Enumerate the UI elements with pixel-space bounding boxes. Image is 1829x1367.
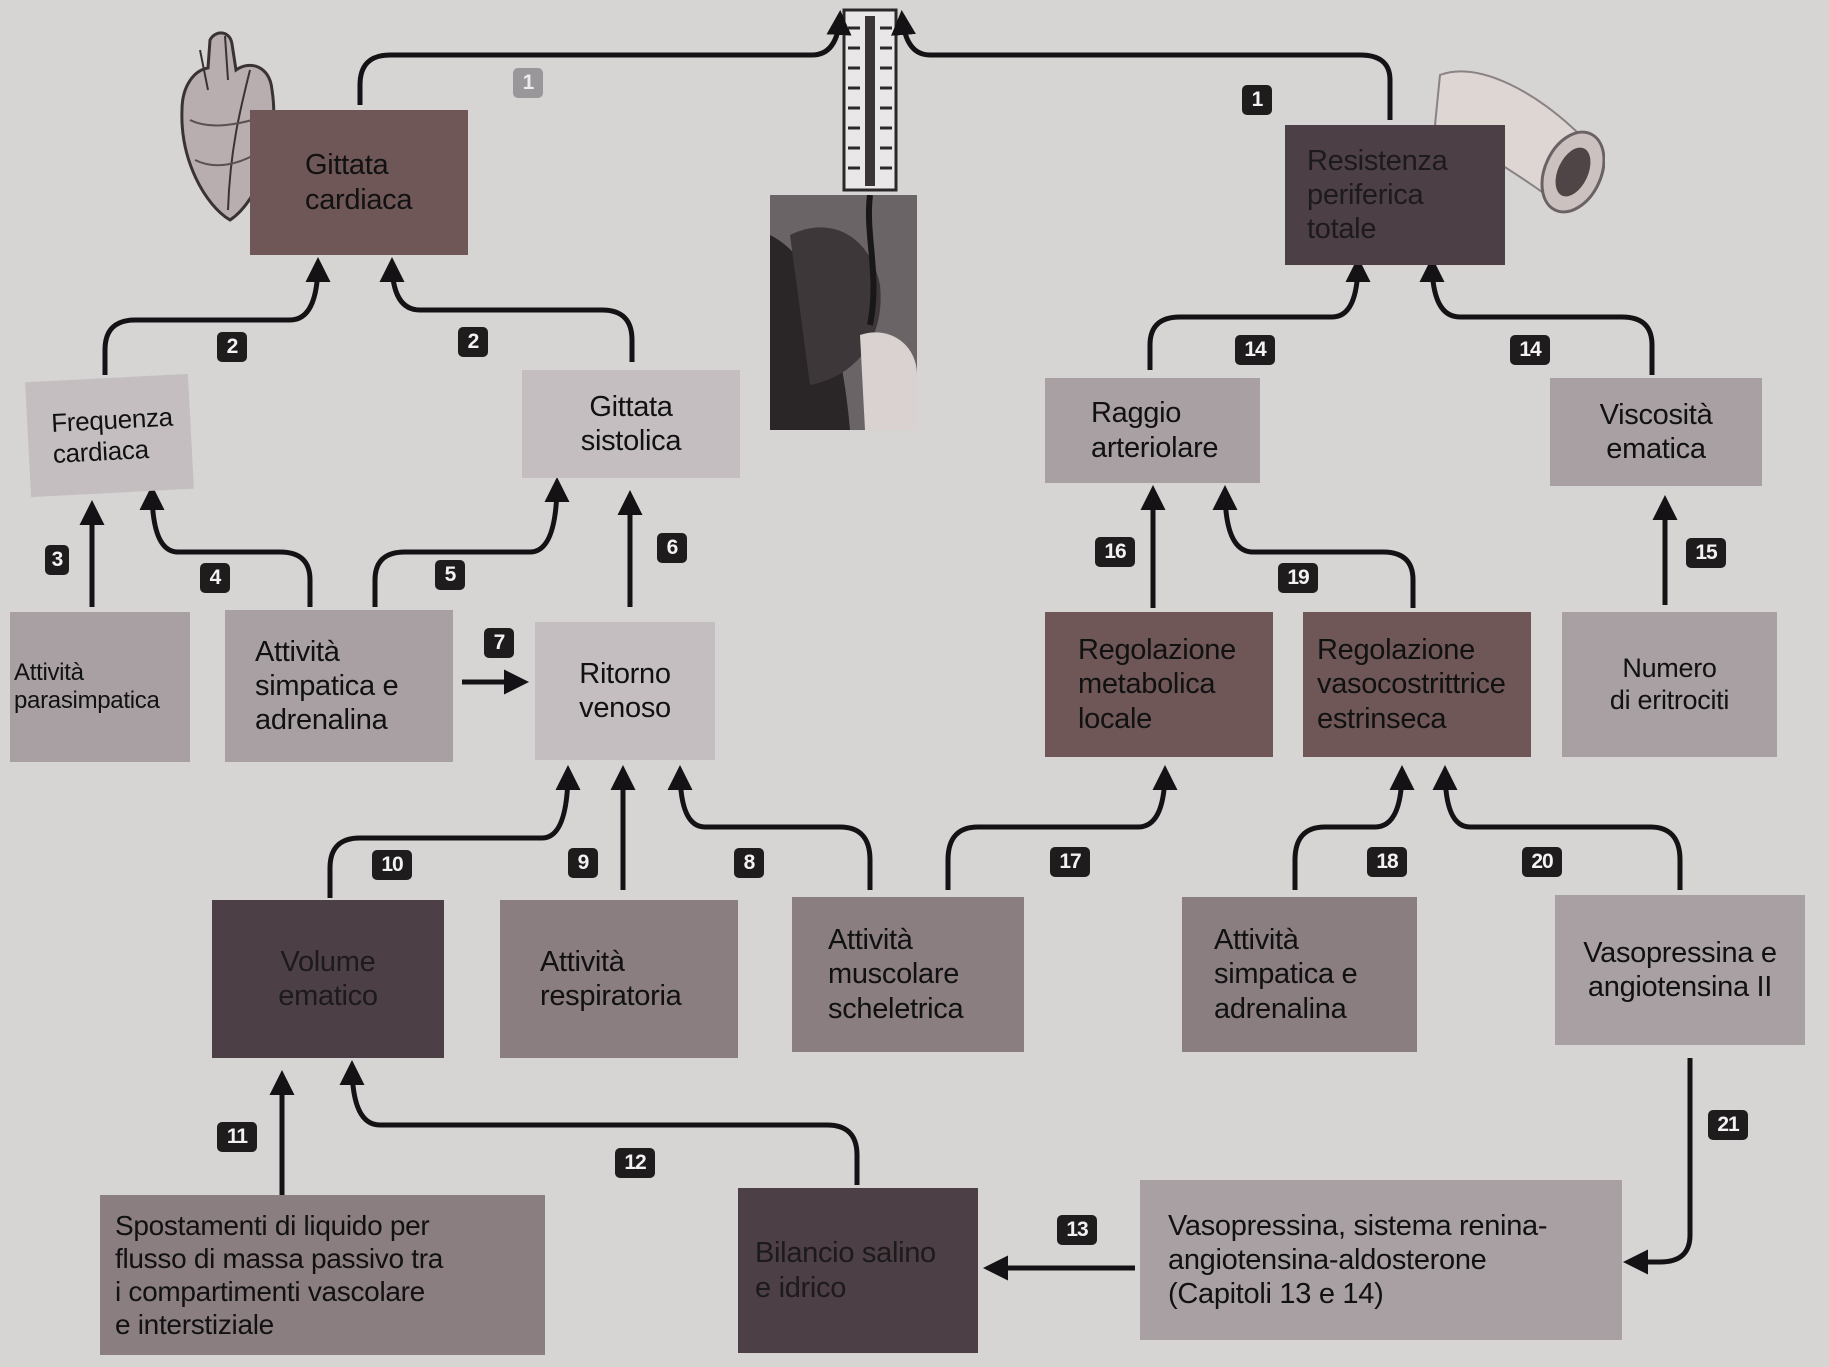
- arrow-17: [945, 765, 1178, 890]
- arrow-1-right: [891, 10, 1393, 120]
- badge-6: 6: [657, 533, 687, 563]
- node-vasopressina-angiotensina: Vasopressina e angiotensina II: [1555, 895, 1805, 1045]
- arrow-18: [1292, 765, 1415, 890]
- arrow-4: [139, 485, 313, 607]
- arrow-14-right: [1419, 257, 1655, 375]
- node-attivita-simpatica-vasi-label: Attività simpatica e adrenalina: [1214, 924, 1358, 1025]
- badge-14-left: 14: [1235, 335, 1275, 365]
- node-resistenza-periferica-label: Resistenza periferica totale: [1307, 144, 1448, 246]
- badge-18: 18: [1367, 847, 1407, 877]
- badge-1-right: 1: [1242, 85, 1272, 115]
- badge-11: 11: [217, 1122, 257, 1152]
- badge-2-left: 2: [217, 332, 247, 362]
- badge-13: 13: [1057, 1215, 1097, 1245]
- node-sistema-renina-label: Vasopressina, sistema renina- angiotensi…: [1168, 1209, 1548, 1311]
- node-bilancio-salino: Bilancio salino e idrico: [738, 1188, 978, 1353]
- node-gittata-cardiaca: Gittata cardiaca: [250, 110, 468, 255]
- arrow-1-left: [357, 10, 852, 105]
- badge-7: 7: [484, 628, 514, 658]
- node-attivita-parasimpatica-label: Attività parasimpatica: [14, 658, 160, 714]
- blood-vessel-icon: [1433, 70, 1605, 214]
- node-attivita-simpatica-cuore-label: Attività simpatica e adrenalina: [255, 635, 399, 737]
- node-attivita-parasimpatica: Attività parasimpatica: [10, 612, 190, 762]
- badge-10: 10: [372, 850, 412, 880]
- badge-20: 20: [1522, 847, 1562, 877]
- arrow-12: [339, 1060, 860, 1185]
- node-volume-ematico-label: Volume ematico: [278, 945, 378, 1012]
- arrow-14-left: [1147, 257, 1371, 370]
- badge-8: 8: [734, 848, 764, 878]
- node-frequenza-cardiaca-label: Frequenza cardiaca: [50, 401, 174, 469]
- node-regolazione-vasocostrittrice: Regolazione vasocostrittrice estrinseca: [1303, 612, 1531, 757]
- node-spostamenti-liquido: Spostamenti di liquido per flusso di mas…: [100, 1195, 545, 1355]
- blood-pressure-cuff-icon: [770, 195, 917, 430]
- badge-12: 12: [615, 1148, 655, 1178]
- arrow-8: [667, 765, 873, 890]
- node-bilancio-salino-label: Bilancio salino e idrico: [755, 1237, 936, 1304]
- node-raggio-arteriolare-label: Raggio arteriolare: [1091, 397, 1219, 464]
- node-resistenza-periferica: Resistenza periferica totale: [1285, 125, 1505, 265]
- badge-3: 3: [45, 545, 69, 575]
- node-attivita-simpatica-cuore: Attività simpatica e adrenalina: [225, 610, 453, 762]
- node-attivita-simpatica-vasi: Attività simpatica e adrenalina: [1182, 897, 1417, 1052]
- node-viscosita-ematica-label: Viscosità ematica: [1599, 398, 1713, 465]
- arrow-5: [372, 477, 570, 607]
- arrow-2-left: [102, 257, 331, 375]
- arrow-21: [1623, 1058, 1693, 1275]
- badge-5: 5: [435, 560, 465, 590]
- node-gittata-sistolica-label: Gittata sistolica: [580, 390, 682, 457]
- arrow-10: [327, 765, 581, 898]
- badge-9: 9: [568, 848, 598, 878]
- node-ritorno-venoso: Ritorno venoso: [535, 622, 715, 760]
- node-gittata-sistolica: Gittata sistolica: [522, 370, 740, 478]
- badge-16: 16: [1095, 537, 1135, 567]
- node-regolazione-metabolica: Regolazione metabolica locale: [1045, 612, 1273, 757]
- arrow-19: [1212, 485, 1416, 608]
- badge-19: 19: [1278, 563, 1318, 593]
- badge-15: 15: [1686, 538, 1726, 568]
- node-regolazione-vasocostrittrice-label: Regolazione vasocostrittrice estrinseca: [1317, 634, 1506, 735]
- node-attivita-muscolare-label: Attività muscolare scheletrica: [828, 924, 964, 1025]
- node-sistema-renina: Vasopressina, sistema renina- angiotensi…: [1140, 1180, 1622, 1340]
- arrow-20: [1432, 765, 1683, 890]
- node-attivita-respiratoria-label: Attività respiratoria: [540, 945, 682, 1012]
- badge-1-left: 1: [513, 68, 543, 98]
- badge-17: 17: [1050, 847, 1090, 877]
- node-spostamenti-liquido-label: Spostamenti di liquido per flusso di mas…: [115, 1209, 444, 1341]
- badge-21: 21: [1708, 1110, 1748, 1140]
- arrow-2-right: [379, 257, 635, 362]
- node-ritorno-venoso-label: Ritorno venoso: [579, 657, 671, 724]
- node-regolazione-metabolica-label: Regolazione metabolica locale: [1078, 634, 1236, 735]
- node-gittata-cardiaca-label: Gittata cardiaca: [305, 149, 413, 216]
- badge-2-right: 2: [458, 327, 488, 357]
- badge-4: 4: [200, 563, 230, 593]
- node-numero-eritrociti-label: Numero di eritrociti: [1609, 652, 1730, 715]
- badge-14-right: 14: [1510, 335, 1550, 365]
- node-numero-eritrociti: Numero di eritrociti: [1562, 612, 1777, 757]
- node-volume-ematico: Volume ematico: [212, 900, 444, 1058]
- node-frequenza-cardiaca: Frequenza cardiaca: [25, 373, 194, 498]
- node-attivita-respiratoria: Attività respiratoria: [500, 900, 738, 1058]
- node-viscosita-ematica: Viscosità ematica: [1550, 378, 1762, 486]
- node-vasopressina-angiotensina-label: Vasopressina e angiotensina II: [1583, 936, 1777, 1003]
- node-raggio-arteriolare: Raggio arteriolare: [1045, 378, 1260, 483]
- node-attivita-muscolare: Attività muscolare scheletrica: [792, 897, 1024, 1052]
